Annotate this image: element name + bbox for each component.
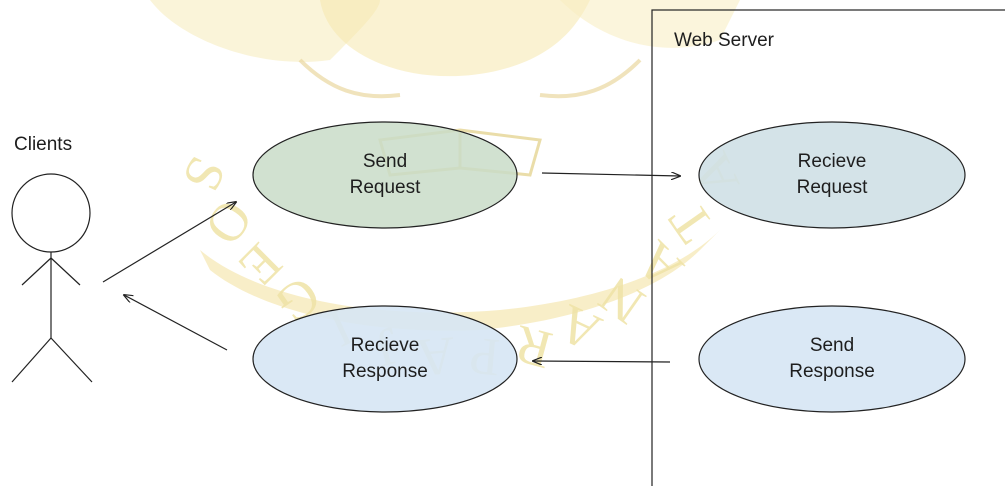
arrow-send-request-to-recieve-request (541, 173, 680, 176)
use-case-label-line2: Request (350, 177, 421, 198)
system-label: Web Server (674, 30, 775, 51)
actor-leg-left (11, 337, 52, 383)
arrow-client-to-send-request (102, 202, 236, 283)
use-case-ellipse (252, 305, 518, 413)
actor-arm-right (50, 257, 81, 286)
use-case-ellipse (698, 305, 966, 413)
use-case-label-line1: Send (810, 335, 854, 356)
use-case-label-line2: Request (797, 177, 868, 198)
use-case-label-line2: Response (789, 361, 875, 382)
use-case-recieve-response: Recieve Response (252, 305, 518, 413)
use-case-label-line1: Recieve (798, 151, 867, 172)
actor-arm-left (21, 257, 52, 286)
use-case-label-line2: Response (342, 361, 428, 382)
actor-head (11, 173, 91, 253)
watermark-letter: S (171, 148, 238, 201)
actor-clients: Clients (11, 134, 93, 383)
use-case-ellipse (698, 121, 966, 229)
actor-leg-right (50, 337, 93, 383)
use-case-recieve-request: Recieve Request (698, 121, 966, 229)
use-case-send-request: Send Request (252, 121, 518, 229)
use-case-send-response: Send Response (698, 305, 966, 413)
system-boundary (651, 9, 1005, 486)
use-case-label-line1: Send (363, 151, 407, 172)
use-case-ellipse (252, 121, 518, 229)
use-case-label-line1: Recieve (351, 335, 420, 356)
watermark-seal (150, 0, 740, 331)
actor-label: Clients (14, 134, 72, 155)
arrow-send-response-to-recieve-response (533, 361, 671, 362)
arrow-recieve-response-to-client (124, 295, 228, 351)
